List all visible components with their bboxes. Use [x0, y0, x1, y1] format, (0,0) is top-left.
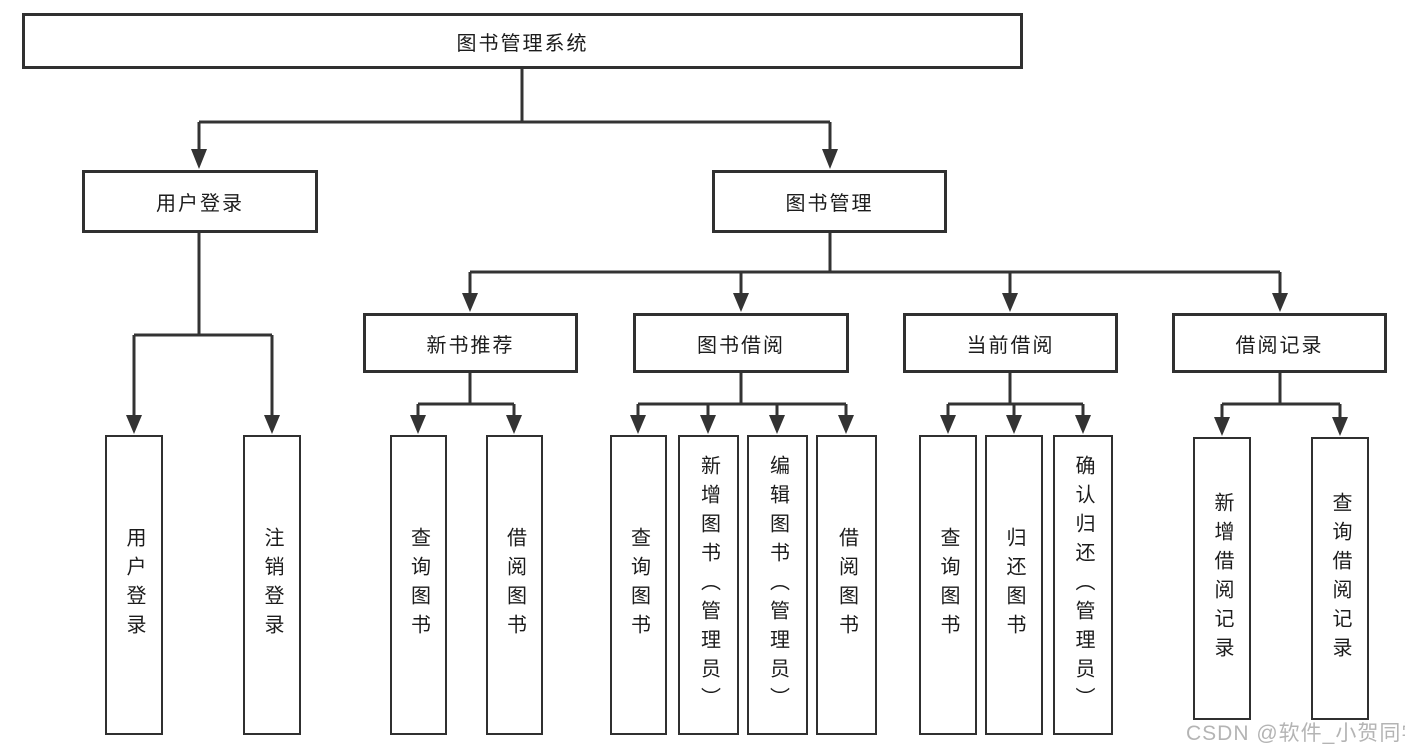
node-label: 图书借阅: [697, 334, 785, 357]
node-label: 新增图书（管理员）: [697, 454, 720, 716]
leaf-cb-confirm-return-admin: 确认归还（管理员）: [1053, 435, 1113, 735]
node-label: 用户登录: [123, 527, 145, 643]
node-label: 查询图书: [937, 527, 959, 643]
node-label: 新书推荐: [426, 334, 515, 357]
leaf-br-add-record: 新增借阅记录: [1193, 437, 1251, 720]
node-label: 借阅记录: [1235, 334, 1324, 357]
node-label: 注销登录: [261, 527, 283, 643]
node-label: 查询图书: [627, 527, 650, 643]
node-borrow-records: 借阅记录: [1172, 313, 1387, 373]
node-label: 用户登录: [156, 193, 244, 215]
leaf-logout: 注销登录: [243, 435, 301, 735]
node-label: 当前借阅: [966, 334, 1055, 357]
leaf-bb-edit-books-admin: 编辑图书（管理员）: [747, 435, 808, 735]
leaf-cb-return-books: 归还图书: [985, 435, 1043, 735]
leaf-nb-query-books: 查询图书: [390, 435, 447, 735]
node-label: 查询借阅记录: [1329, 491, 1351, 666]
csdn-watermark: CSDN @软件_小贺同学: [1186, 722, 1405, 745]
node-label: 编辑图书（管理员）: [766, 454, 789, 716]
node-root: 图书管理系统: [22, 13, 1023, 69]
node-label: 图书管理: [785, 193, 874, 215]
leaf-cb-query-books: 查询图书: [919, 435, 977, 735]
node-label: 新增借阅记录: [1211, 491, 1233, 666]
node-book-borrow: 图书借阅: [633, 313, 849, 373]
node-label: 查询图书: [407, 527, 430, 643]
leaf-br-query-record: 查询借阅记录: [1311, 437, 1369, 720]
node-current-borrow: 当前借阅: [903, 313, 1118, 373]
node-label: 图书管理系统: [456, 32, 589, 55]
leaf-bb-add-books-admin: 新增图书（管理员）: [678, 435, 739, 735]
node-label: 借阅图书: [835, 527, 858, 643]
leaf-bb-query-books: 查询图书: [610, 435, 667, 735]
leaf-user-login: 用户登录: [105, 435, 163, 735]
node-label: 确认归还（管理员）: [1072, 454, 1094, 716]
node-book-management: 图书管理: [712, 170, 947, 233]
node-label: 归还图书: [1003, 527, 1025, 643]
leaf-nb-borrow-books: 借阅图书: [486, 435, 543, 735]
leaf-bb-borrow-books: 借阅图书: [816, 435, 877, 735]
node-new-book-recommend: 新书推荐: [363, 313, 578, 373]
node-label: 借阅图书: [503, 527, 526, 643]
node-user-login: 用户登录: [82, 170, 318, 233]
